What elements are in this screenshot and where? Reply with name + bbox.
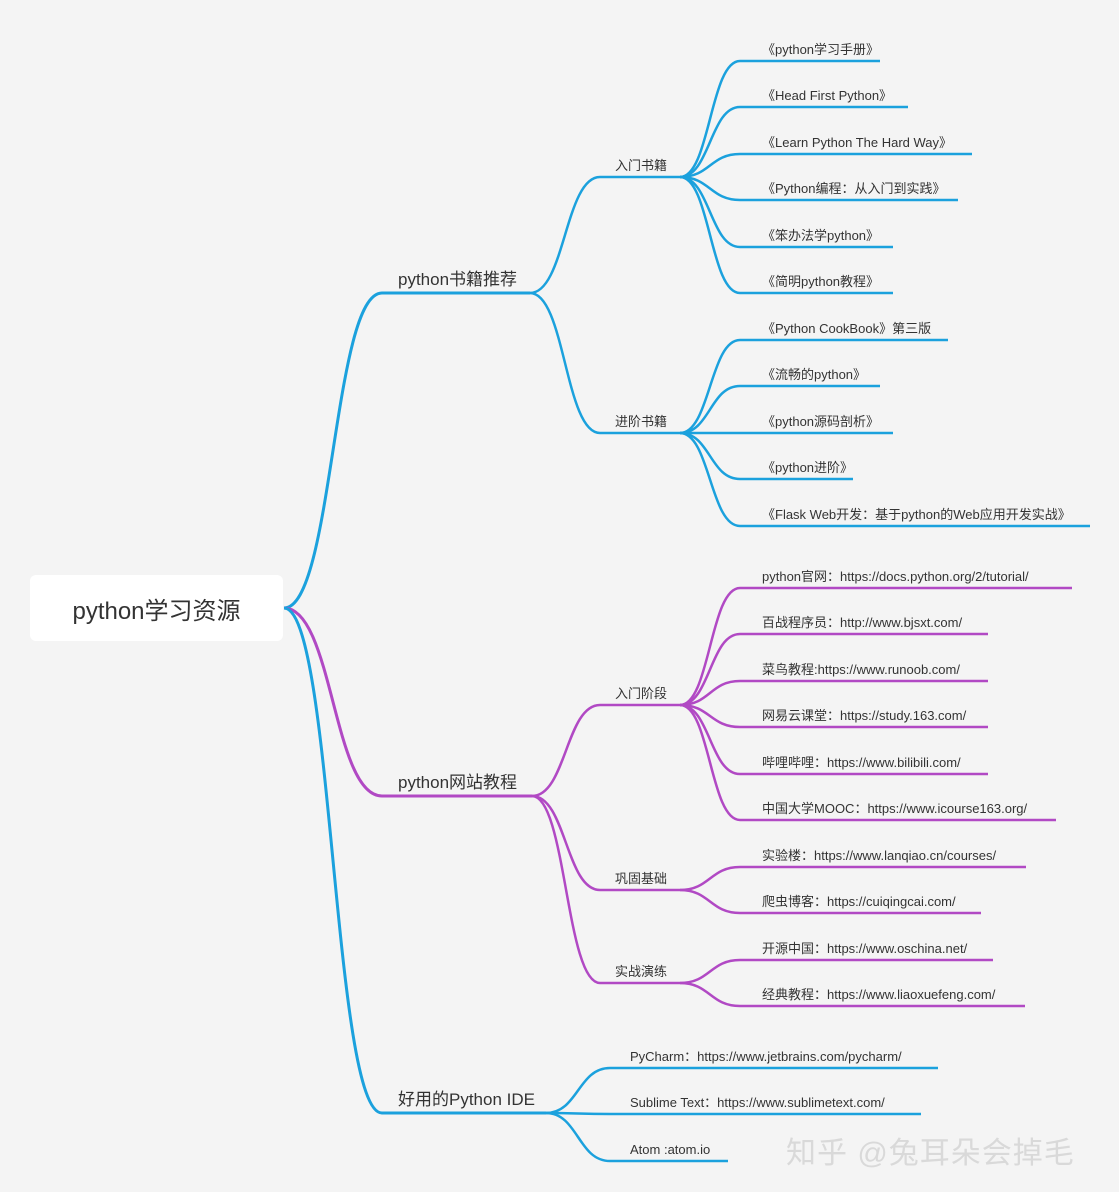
leaf-node[interactable]: 中国大学MOOC：https://www.icourse163.org/ — [762, 801, 1028, 816]
leaf-node[interactable]: 《python学习手册》 — [762, 42, 880, 57]
leaf-connector — [679, 586, 741, 707]
group-connector — [531, 703, 601, 798]
root-node[interactable]: python学习资源 — [30, 575, 283, 641]
group-node[interactable]: 入门阶段 — [615, 686, 668, 701]
leaf-connector — [679, 865, 741, 892]
leaf-connector — [679, 338, 741, 435]
leaf-connector — [679, 175, 741, 295]
leaf-node[interactable]: 《Head First Python》 — [762, 88, 893, 103]
leaf-node[interactable]: PyCharm：https://www.jetbrains.com/pychar… — [630, 1049, 902, 1064]
leaf-node[interactable]: 《笨办法学python》 — [762, 228, 880, 243]
leaf-connector — [679, 152, 741, 179]
leaf-node[interactable]: 实验楼：https://www.lanqiao.cn/courses/ — [762, 848, 997, 863]
leaf-node[interactable]: Sublime Text：https://www.sublimetext.com… — [630, 1095, 885, 1110]
group-connector — [529, 175, 601, 295]
leaf-node[interactable]: 哔哩哔哩：https://www.bilibili.com/ — [762, 755, 961, 770]
leaf-node[interactable]: 爬虫博客：https://cuiqingcai.com/ — [762, 894, 956, 909]
leaf-node[interactable]: python官网：https://docs.python.org/2/tutor… — [762, 569, 1029, 584]
leaf-connector — [679, 981, 741, 1008]
leaf-node[interactable]: 《Learn Python The Hard Way》 — [762, 135, 953, 150]
group-node[interactable]: 进阶书籍 — [615, 414, 668, 429]
group-connector — [529, 291, 601, 435]
leaf-connector — [679, 679, 741, 707]
group-connector — [531, 794, 601, 892]
leaf-connector — [679, 431, 741, 528]
branch-node[interactable]: python网站教程 — [398, 773, 518, 792]
leaf-connector — [679, 632, 741, 707]
leaf-node[interactable]: 《Flask Web开发：基于python的Web应用开发实战》 — [762, 507, 1071, 522]
leaf-connector — [679, 888, 741, 915]
leaf-node[interactable]: 网易云课堂：https://study.163.com/ — [762, 708, 967, 723]
group-node[interactable]: 入门书籍 — [615, 158, 668, 173]
leaf-node[interactable]: 《简明python教程》 — [762, 274, 880, 289]
leaf-connector — [545, 1066, 611, 1115]
leaf-connector — [679, 703, 741, 822]
group-connector — [531, 794, 601, 985]
leaf-node[interactable]: 菜鸟教程:https://www.runoob.com/ — [762, 662, 960, 677]
branch-connector — [283, 606, 383, 798]
leaf-node[interactable]: 《python进阶》 — [762, 460, 854, 475]
group-node[interactable]: 实战演练 — [615, 964, 668, 979]
branch-connector — [283, 606, 383, 1115]
leaf-connector — [679, 384, 741, 435]
leaf-node[interactable]: 开源中国：https://www.oschina.net/ — [762, 941, 968, 956]
branch-connector — [283, 291, 383, 610]
leaf-node[interactable]: 《Python编程：从入门到实践》 — [762, 181, 946, 196]
leaf-node[interactable]: 《Python CookBook》第三版 — [762, 321, 932, 336]
leaf-node[interactable]: 百战程序员：http://www.bjsxt.com/ — [762, 615, 963, 630]
root-label: python学习资源 — [72, 597, 241, 625]
leaf-node[interactable]: 《python源码剖析》 — [762, 414, 880, 429]
leaf-connector — [679, 105, 741, 179]
leaf-node[interactable]: 《流畅的python》 — [762, 367, 867, 382]
leaf-connector — [679, 59, 741, 179]
branch-node[interactable]: python书籍推荐 — [398, 270, 518, 289]
leaf-connector — [545, 1111, 611, 1163]
watermark: 知乎 @兔耳朵会掉毛 — [786, 1137, 1075, 1170]
group-node[interactable]: 巩固基础 — [615, 871, 668, 886]
leaf-node[interactable]: Atom :atom.io — [630, 1142, 711, 1157]
leaf-connector — [679, 958, 741, 985]
leaf-connector — [679, 431, 741, 481]
branch-node[interactable]: 好用的Python IDE — [398, 1090, 535, 1109]
leaf-node[interactable]: 经典教程：https://www.liaoxuefeng.com/ — [762, 987, 996, 1002]
